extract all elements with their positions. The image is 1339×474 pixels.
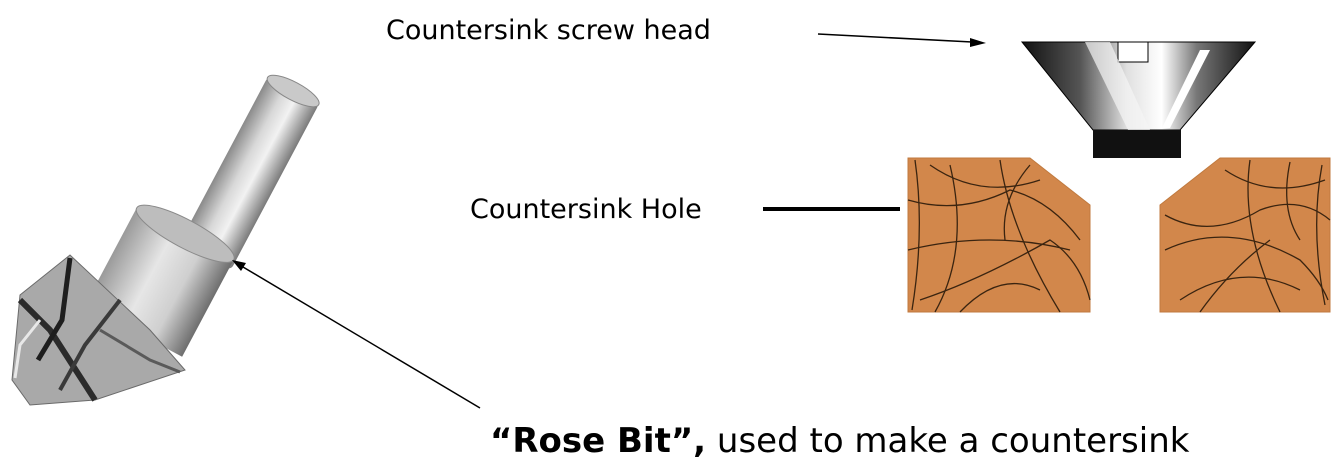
wood-block-right [1159, 157, 1331, 313]
rose-bit-arrow [232, 260, 481, 409]
screw-head-arrow [817, 33, 986, 47]
rose-bit-caption: “Rose Bit”, used to make a countersink [490, 424, 1189, 458]
bit-shank [181, 77, 318, 269]
screw-slot [1117, 41, 1149, 63]
countersink-hole-label: Countersink Hole [470, 194, 702, 225]
caption-title: “Rose Bit”, [490, 421, 707, 461]
wood-block-left [907, 157, 1091, 313]
countersink-screw-illustration [1020, 41, 1257, 158]
rose-bit-image [11, 74, 320, 406]
screw-head-label: Countersink screw head [386, 15, 711, 46]
caption-description: used to make a countersink [706, 421, 1190, 461]
screw-shank [1093, 130, 1181, 158]
